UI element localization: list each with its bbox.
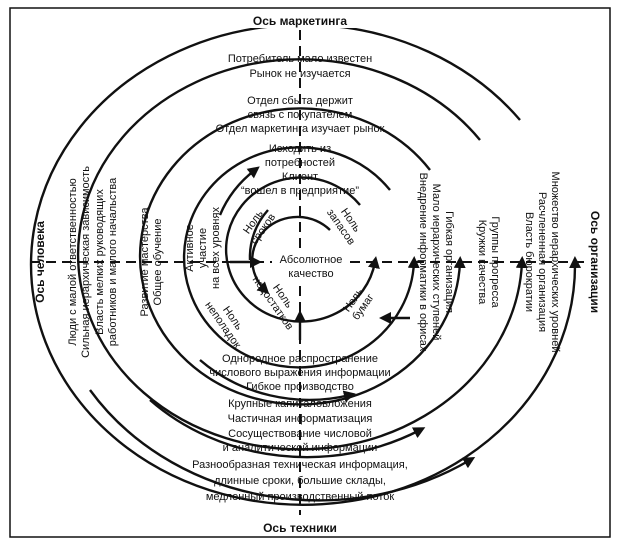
ring-outer-arrow xyxy=(89,389,476,502)
label: Развитие мастерства xyxy=(139,207,151,317)
label: Власть бюрократии xyxy=(523,212,535,312)
axis-marketing: Ось маркетинга xyxy=(253,14,347,28)
label: Группы прогресса xyxy=(489,216,501,308)
label: Активное xyxy=(184,224,196,272)
ring-3-arrow xyxy=(218,166,260,216)
axis-organization: Ось организации xyxy=(588,211,602,313)
label: участие xyxy=(197,228,209,268)
top-labels: Потребитель мало известен Рынок не изуча… xyxy=(216,53,385,197)
zero-stock-label: Ноль запасов xyxy=(324,206,363,247)
ring-5-arrow xyxy=(149,399,426,459)
zero-paper-label: Ноль бумаг xyxy=(341,286,376,323)
axis-technology: Ось техники xyxy=(263,521,337,535)
axis-human: Ось человека xyxy=(33,221,47,303)
right-labels: Множество иерархических уровней Расчлене… xyxy=(417,172,561,353)
label: Исходить из xyxy=(269,143,331,155)
label: Крупные капиталовложения xyxy=(228,398,372,410)
frame xyxy=(9,7,611,538)
label: Разнообразная техническая информация, xyxy=(192,459,408,471)
ring-inner xyxy=(251,215,331,295)
label: связь с покупателем xyxy=(248,109,353,121)
label: Однородное распространение xyxy=(222,353,378,365)
label: Кружки качества xyxy=(476,220,488,305)
label: и аналитической информации xyxy=(223,442,378,454)
label: потребностей xyxy=(265,157,335,169)
ring-2b xyxy=(248,209,269,261)
ring-2 xyxy=(224,176,380,323)
zero-deadlines-label: Ноль сроков xyxy=(241,208,278,247)
ring-4 xyxy=(138,107,466,406)
label: Отдел маркетинга изучает рынок xyxy=(216,123,385,135)
ring-5 xyxy=(76,58,528,451)
label: работников и малого начальства xyxy=(107,177,119,346)
label: Внедрение информатики в офисах xyxy=(417,173,429,352)
label: Гибкая организация xyxy=(443,211,455,313)
label: Сосуществование числовой xyxy=(228,428,372,440)
label: Частичная информатизация xyxy=(228,413,373,425)
center-label-line2: качество xyxy=(288,268,333,280)
ring-3 xyxy=(182,146,420,369)
label: Расчлененная организация xyxy=(536,192,548,332)
bottom-labels: Однородное распространение числового выр… xyxy=(192,353,408,503)
ring-4-arrow xyxy=(199,359,356,403)
label: Рынок не изучается xyxy=(249,68,350,80)
label: Отдел сбыта держит xyxy=(247,95,353,107)
label: Гибкое производство xyxy=(246,381,354,393)
label: Множество иерархических уровней xyxy=(549,172,561,353)
label: Сильная иерархическая зависимость xyxy=(80,166,92,358)
label: Люди с малой ответственностью xyxy=(67,178,79,345)
label: Клиент xyxy=(282,171,318,183)
label: числового выражения информации xyxy=(209,367,390,379)
label: Власть мелких руководящих xyxy=(94,189,106,335)
center-label-line1: Абсолютное xyxy=(280,254,343,266)
label: Мало иерархических ступеней xyxy=(430,184,442,341)
label: длинные сроки, большие склады, xyxy=(214,475,386,487)
inner-labels: Ноль сроков Ноль запасов Ноль бумаг Ноль… xyxy=(202,206,376,351)
label: Общее обучение xyxy=(152,219,164,306)
label: “вошел в предприятие” xyxy=(241,185,359,197)
label: на всех уровнях xyxy=(210,207,222,289)
label: медленный производственный поток xyxy=(206,491,395,503)
zero-breakdowns-label: Ноль неполадок xyxy=(202,300,245,351)
label: Потребитель мало известен xyxy=(228,53,372,65)
left-labels: Люди с малой ответственностью Сильная ие… xyxy=(67,166,222,358)
